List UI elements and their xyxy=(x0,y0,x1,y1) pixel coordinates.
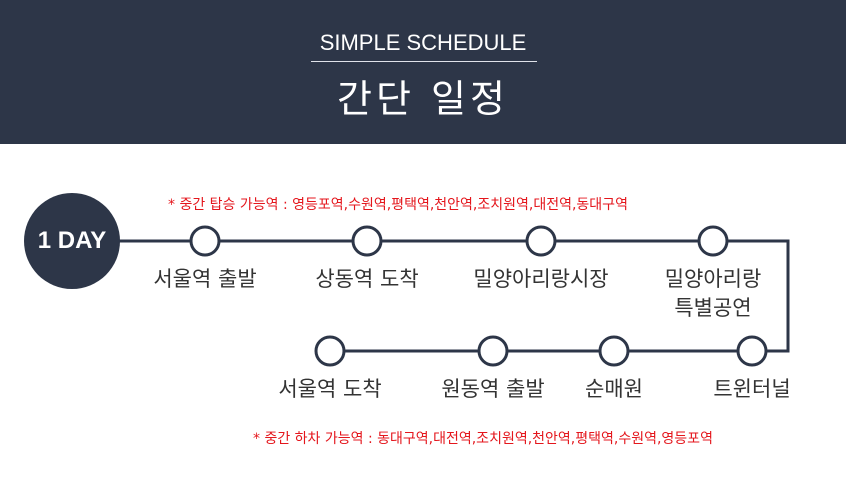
header-divider xyxy=(311,61,537,62)
header-subtitle: SIMPLE SCHEDULE xyxy=(319,30,527,55)
route-line xyxy=(118,239,790,353)
stop-marker-miryang-performance xyxy=(697,225,729,257)
stop-label-wondong-departure: 원동역 출발 xyxy=(441,377,545,401)
stop-marker-sunmaewon xyxy=(598,335,630,367)
day-badge: 1 DAY xyxy=(24,193,120,289)
stop-label-sangdong-arrival: 상동역 도착 xyxy=(315,267,419,291)
boarding-note: * 중간 탑승 가능역 : 영등포역,수원역,평택역,천안역,조치원역,대전역,… xyxy=(168,197,628,213)
stop-label-sunmaewon: 순매원 xyxy=(585,377,643,401)
stop-marker-twin-tunnel xyxy=(736,335,768,367)
stop-label-seoul-arrival: 서울역 도착 xyxy=(278,377,382,401)
header-title: 간단 일정 xyxy=(337,77,509,121)
stop-label-miryang-performance: 밀양아리랑 특별공연 xyxy=(664,267,762,320)
stop-marker-sangdong-arrival xyxy=(351,225,383,257)
alighting-note: * 중간 하차 가능역 : 동대구역,대전역,조치원역,천안역,평택역,수원역,… xyxy=(253,431,713,447)
stop-marker-seoul-departure xyxy=(189,225,221,257)
stop-label-seoul-departure: 서울역 출발 xyxy=(153,267,257,291)
stop-label-twin-tunnel: 트윈터널 xyxy=(713,377,791,401)
stop-marker-miryang-market xyxy=(525,225,557,257)
day-badge-label: 1 DAY xyxy=(37,227,107,254)
stop-label-miryang-market: 밀양아리랑시장 xyxy=(473,267,609,291)
stop-marker-wondong-departure xyxy=(477,335,509,367)
stop-marker-seoul-arrival xyxy=(314,335,346,367)
header-banner: SIMPLE SCHEDULE 간단 일정 xyxy=(0,0,846,144)
